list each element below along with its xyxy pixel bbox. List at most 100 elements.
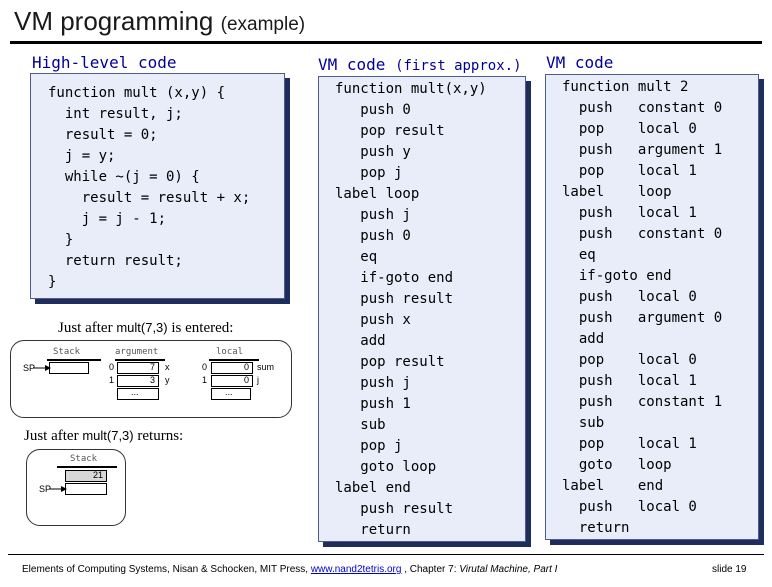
argument-ellipsis: ... bbox=[131, 387, 139, 397]
code-line: int result, j; bbox=[48, 106, 183, 122]
row-index: 1 bbox=[109, 375, 115, 385]
code-line: return bbox=[335, 522, 411, 538]
code-line: pop local 0 bbox=[562, 121, 697, 137]
code-line: push result bbox=[335, 501, 454, 517]
vm-first-heading-main: VM code bbox=[318, 55, 386, 74]
entered-stack-cell bbox=[49, 362, 89, 374]
entered-caption: Just after mult(7,3) is entered: bbox=[58, 320, 233, 337]
code-line: label loop bbox=[335, 186, 420, 202]
slide-title: VM programming (example) bbox=[14, 6, 305, 37]
code-line: return bbox=[562, 520, 630, 536]
code-line: push constant 0 bbox=[562, 100, 723, 116]
returns-sp-arrow-icon bbox=[49, 486, 67, 492]
cell-value: 0 bbox=[243, 375, 249, 385]
code-line: label end bbox=[562, 478, 664, 494]
title-main: VM programming bbox=[14, 6, 214, 36]
code-line: add bbox=[335, 333, 386, 349]
entered-caption-fn: mult(7,3) bbox=[116, 320, 168, 335]
code-line: eq bbox=[562, 247, 596, 263]
row-name: x bbox=[165, 362, 170, 372]
row-index: 0 bbox=[109, 362, 115, 372]
code-line: if-goto end bbox=[562, 268, 672, 284]
argument-bar bbox=[115, 359, 165, 361]
footer: Elements of Computing Systems, Nisan & S… bbox=[22, 564, 557, 575]
argument-more-cell bbox=[117, 388, 159, 400]
local-label: local bbox=[216, 347, 244, 357]
cell-value: 7 bbox=[149, 362, 155, 372]
returns-caption-fn: mult(7,3) bbox=[82, 428, 134, 443]
memory-cell: 0 bbox=[211, 362, 253, 374]
code-line: result = 0; bbox=[48, 127, 158, 143]
entered-sp-arrow-icon bbox=[33, 365, 51, 371]
footer-text-mid: , Chapter 7: bbox=[401, 564, 460, 575]
code-line: goto loop bbox=[562, 457, 672, 473]
memory-cell: 0 bbox=[211, 375, 253, 387]
row-name: y bbox=[165, 375, 170, 385]
code-line: goto loop bbox=[335, 459, 437, 475]
code-line: function mult (x,y) { bbox=[48, 85, 226, 101]
entered-caption-pre: Just after bbox=[58, 320, 117, 336]
code-line: push local 0 bbox=[562, 499, 697, 515]
code-line: push j bbox=[335, 375, 411, 391]
code-line: push constant 0 bbox=[562, 226, 723, 242]
cell-value: 0 bbox=[243, 362, 249, 372]
row-name: j bbox=[257, 375, 259, 385]
title-divider bbox=[10, 41, 762, 44]
argument-label: argument bbox=[115, 347, 159, 357]
memory-cell: 3 bbox=[117, 375, 159, 387]
code-line: label end bbox=[335, 480, 411, 496]
code-line: push local 0 bbox=[562, 289, 697, 305]
entered-sp-label: SP bbox=[23, 363, 36, 373]
code-line: label loop bbox=[562, 184, 672, 200]
returns-stack-empty-cell bbox=[65, 483, 107, 495]
returns-diagram: Stack 21 SP bbox=[26, 449, 126, 526]
cell-value: 3 bbox=[149, 375, 155, 385]
title-sub: (example) bbox=[220, 14, 306, 35]
code-line: push constant 1 bbox=[562, 394, 723, 410]
code-line: sub bbox=[335, 417, 386, 433]
code-line: pop j bbox=[335, 165, 403, 181]
code-line: push 0 bbox=[335, 228, 411, 244]
vm-first-code-box: function mult(x,y) push 0 pop result pus… bbox=[318, 76, 526, 542]
code-line: if-goto end bbox=[335, 270, 454, 286]
returns-stack-label: Stack bbox=[70, 454, 98, 464]
code-line: push 1 bbox=[335, 396, 411, 412]
code-line: while ~(j = 0) { bbox=[48, 169, 200, 185]
vm-final-heading: VM code bbox=[546, 53, 614, 72]
code-line: push y bbox=[335, 144, 411, 160]
entered-stack-bar bbox=[47, 359, 101, 361]
code-line: pop result bbox=[335, 123, 445, 139]
code-line: add bbox=[562, 331, 605, 347]
returns-caption-pre: Just after bbox=[24, 428, 83, 444]
high-level-code-box: function mult (x,y) { int result, j; res… bbox=[30, 73, 285, 299]
footer-text: Elements of Computing Systems, Nisan & S… bbox=[22, 564, 311, 575]
row-name: sum bbox=[257, 362, 275, 372]
footer-chapter: Virutal Machine, Part I bbox=[459, 564, 558, 575]
code-line: j = y; bbox=[48, 148, 116, 164]
code-line: push local 1 bbox=[562, 373, 697, 389]
footer-divider bbox=[8, 554, 764, 555]
code-line: push 0 bbox=[335, 102, 411, 118]
code-line: sub bbox=[562, 415, 605, 431]
vm-first-heading: VM code (first approx.) bbox=[318, 55, 522, 74]
local-ellipsis: ... bbox=[225, 387, 233, 397]
local-more-cell bbox=[211, 388, 251, 400]
memory-cell: 7 bbox=[117, 362, 159, 374]
code-line: return result; bbox=[48, 253, 183, 269]
code-line: j = j - 1; bbox=[48, 211, 167, 227]
vm-first-heading-sub: (first approx.) bbox=[395, 58, 522, 74]
code-line: pop local 1 bbox=[562, 163, 697, 179]
footer-link[interactable]: www.nand2tetris.org bbox=[310, 564, 402, 575]
code-line: pop j bbox=[335, 438, 403, 454]
returns-sp-label: SP bbox=[39, 484, 52, 494]
entered-caption-post: is entered: bbox=[167, 320, 234, 336]
code-line: function mult(x,y) bbox=[335, 81, 487, 97]
code-line: pop local 1 bbox=[562, 436, 697, 452]
code-line: push argument 0 bbox=[562, 310, 723, 326]
row-index: 1 bbox=[202, 375, 208, 385]
code-line: push argument 1 bbox=[562, 142, 723, 158]
slide-number: slide 19 bbox=[712, 564, 747, 575]
code-line: push result bbox=[335, 291, 454, 307]
code-line: } bbox=[48, 274, 57, 290]
